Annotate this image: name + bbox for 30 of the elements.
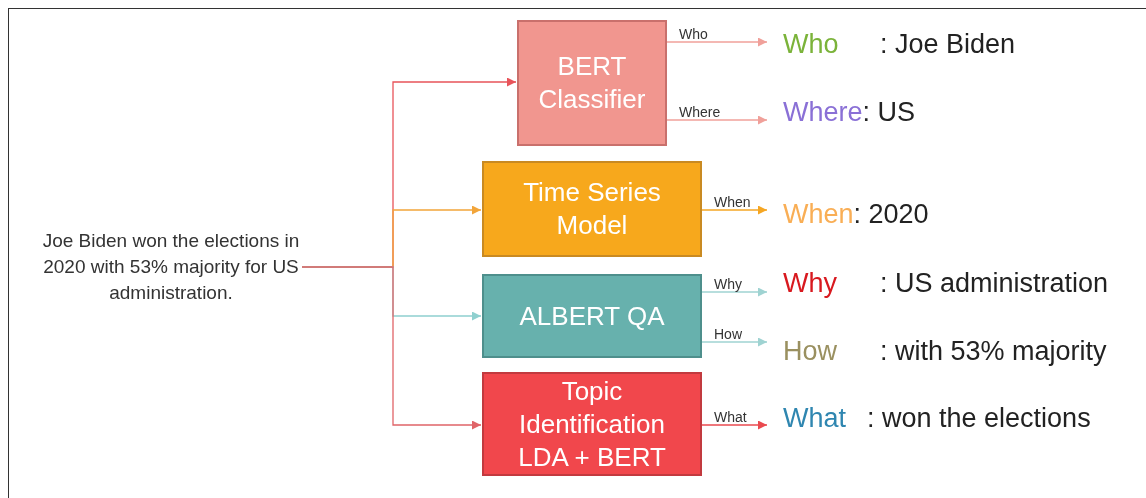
answer-text: : won the elections [867,401,1091,435]
edge-label: When [714,195,751,209]
answer-text: : Joe Biden [880,27,1016,61]
edge-label: Where [679,105,721,119]
answer-text: : US [862,95,916,129]
edge-label: Why [714,277,742,291]
edge-label: How [714,327,742,341]
arrow [701,337,768,347]
question-word: When [783,197,854,231]
arrow [701,287,768,297]
question-word: Where [783,95,863,129]
arrow [701,420,768,430]
arrow [701,205,768,215]
arrow [666,115,768,125]
arrow [666,37,768,47]
model-box: Time Series Model [482,161,702,257]
input-sentence: Joe Biden won the elections in 2020 with 53% majority for US administration. [40,214,302,320]
question-word: How [783,334,838,368]
question-word: Who [783,27,840,61]
arrow [301,266,482,430]
answer-text: : US administration [880,266,1109,300]
question-word: What [783,401,848,435]
classifier-box: BERT Classifier [517,20,667,146]
edge-label: What [714,410,747,424]
question-word: Why [783,266,838,300]
qa-box: ALBERT QA [482,274,702,358]
answer-text: : with 53% majority [880,334,1107,368]
topic-box: Topic Identification LDA + BERT [482,372,702,476]
edge-label: Who [679,27,708,41]
answer-text: : 2020 [853,197,929,231]
